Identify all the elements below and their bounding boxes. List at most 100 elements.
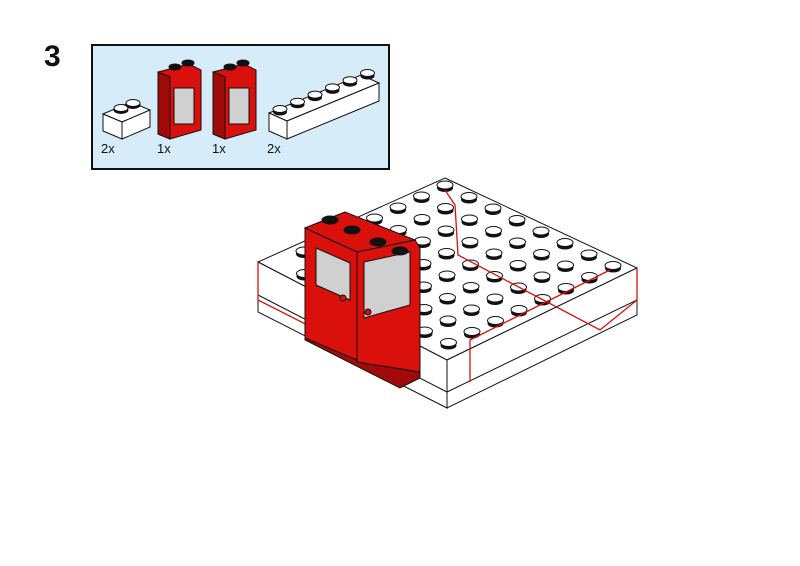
stud-top-icon xyxy=(510,305,528,314)
stud-icon xyxy=(533,230,549,238)
stud-icon xyxy=(439,274,455,282)
stud-top-icon xyxy=(295,246,313,256)
stud-icon xyxy=(367,262,384,270)
stud-icon xyxy=(461,218,478,226)
stud-top-icon xyxy=(604,261,622,270)
stud-icon xyxy=(534,297,551,306)
stud-top-icon xyxy=(439,293,456,302)
stud-icon xyxy=(509,218,525,227)
stud-top-icon xyxy=(484,203,502,213)
parts-callout: 2x 1x 1x 2x xyxy=(91,44,390,170)
stud-icon xyxy=(437,184,453,192)
stud-top-icon xyxy=(460,192,478,201)
quantity-label: 1x xyxy=(212,141,226,156)
stud-top-icon xyxy=(389,202,407,212)
stud-icon xyxy=(464,330,480,339)
stud-top-icon xyxy=(509,237,526,247)
stud-top-icon xyxy=(325,83,340,92)
stud-icon xyxy=(440,341,457,350)
stud-top-icon xyxy=(533,271,551,281)
stud-icon xyxy=(511,308,527,317)
stud-icon xyxy=(462,263,479,271)
stud-icon xyxy=(581,275,598,284)
stud-top-icon xyxy=(438,270,456,280)
stud-top-icon xyxy=(581,272,598,281)
stud-top-icon xyxy=(436,180,454,190)
stud-top-icon xyxy=(440,338,457,347)
stud-icon xyxy=(487,319,504,328)
stud-icon xyxy=(462,240,478,249)
stud-top-icon xyxy=(413,191,430,201)
stud-top-icon xyxy=(463,327,481,336)
stud-top-icon xyxy=(319,235,336,245)
stud-icon xyxy=(439,296,456,305)
stud-top-icon xyxy=(290,97,305,106)
stud-top-icon xyxy=(342,224,360,234)
stud-icon xyxy=(534,275,550,283)
white-brick-1x2-icon xyxy=(101,99,152,140)
red-door-left-icon xyxy=(157,59,202,140)
stud-icon xyxy=(413,195,430,203)
stud-icon xyxy=(390,228,407,237)
stud-top-icon xyxy=(367,258,384,268)
stud-top-icon xyxy=(533,249,550,258)
stud-icon xyxy=(416,330,433,338)
stud-icon xyxy=(485,207,501,215)
stud-top-icon xyxy=(360,69,375,77)
stud-icon xyxy=(414,217,430,226)
stud-top-icon xyxy=(343,269,361,279)
parts-illustration xyxy=(101,59,381,140)
stud-icon xyxy=(343,250,360,259)
stud-icon xyxy=(487,297,503,305)
stud-icon xyxy=(344,273,360,281)
stud-icon xyxy=(461,195,477,204)
red-door-right-icon xyxy=(212,59,257,140)
stud-top-icon xyxy=(486,271,503,280)
stud-icon xyxy=(440,319,456,327)
stud-top-icon xyxy=(413,214,431,223)
quantity-label: 1x xyxy=(157,141,171,156)
stud-top-icon xyxy=(461,237,479,246)
stud-icon xyxy=(415,285,432,293)
stud-top-icon xyxy=(556,238,574,247)
stud-icon xyxy=(557,264,574,272)
stud-top-icon xyxy=(392,315,409,324)
stud-icon xyxy=(366,217,383,225)
stud-icon xyxy=(486,252,502,260)
stud-icon xyxy=(416,307,432,316)
stud-icon xyxy=(368,307,385,315)
stud-icon xyxy=(368,284,384,293)
stud-top-icon xyxy=(343,247,360,256)
stud-top-icon xyxy=(532,226,550,236)
stud-top-icon xyxy=(463,304,480,314)
stud-top-icon xyxy=(342,76,358,85)
stud-icon xyxy=(486,274,503,283)
stud-top-icon xyxy=(307,90,323,99)
red-double-door xyxy=(303,211,421,389)
stud-icon xyxy=(344,295,361,304)
quantity-label: 2x xyxy=(267,141,281,156)
stud-icon xyxy=(392,318,409,327)
stud-top-icon xyxy=(366,213,383,223)
stud-icon xyxy=(509,241,526,249)
stud-top-icon xyxy=(557,260,574,270)
stud-icon xyxy=(320,284,337,292)
stud-top-icon xyxy=(462,282,480,291)
baseplate-model xyxy=(256,177,639,409)
stud-top-icon xyxy=(437,203,454,212)
stud-icon xyxy=(581,253,597,261)
stud-top-icon xyxy=(344,292,361,301)
stud-top-icon xyxy=(416,326,433,336)
stud-top-icon xyxy=(391,270,408,279)
stud-icon xyxy=(391,251,407,259)
quantity-label: 2x xyxy=(101,141,115,156)
stud-top-icon xyxy=(414,259,432,268)
stud-top-icon xyxy=(439,315,457,325)
stud-icon xyxy=(557,241,573,250)
stud-icon xyxy=(438,251,455,260)
stud-icon xyxy=(391,273,408,282)
stud-top-icon xyxy=(438,248,455,257)
stud-top-icon xyxy=(461,214,478,224)
studs xyxy=(295,180,622,350)
